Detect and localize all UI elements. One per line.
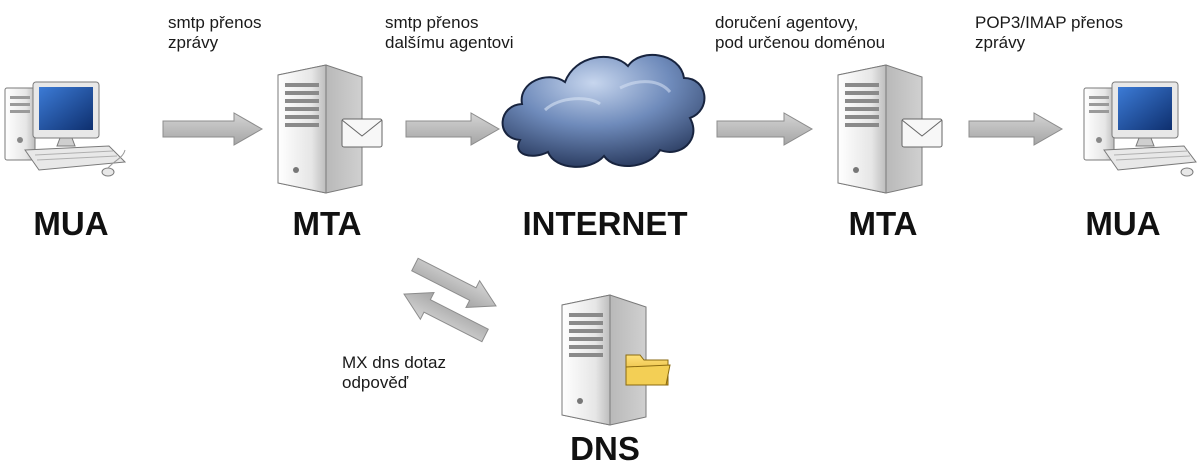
node-label-mta-left: MTA xyxy=(292,205,362,242)
node-label-internet: INTERNET xyxy=(522,205,688,242)
arrow-right-icon xyxy=(411,257,497,308)
arrow-right-icon xyxy=(968,112,1064,146)
edge-label-mta-dns: MX dns dotaz odpověď xyxy=(342,353,446,393)
edge-label-line: POP3/IMAP přenos xyxy=(975,13,1124,32)
cloud-icon xyxy=(501,53,706,168)
edge-label-line: doručení agentovy, xyxy=(715,13,859,32)
arrow-right-icon xyxy=(403,292,489,343)
edge-label-line: dalšímu agentovi xyxy=(385,33,514,52)
arrow-right-icon xyxy=(405,112,501,146)
dns-server-icon xyxy=(561,294,671,426)
arrow-right-icon xyxy=(716,112,814,146)
edge-label-line: smtp přenos xyxy=(168,13,262,32)
edge-label-mta-to-mua: POP3/IMAP přenos zprávy xyxy=(975,13,1123,53)
edge-label-mua-to-mta: smtp přenos zprávy xyxy=(168,13,262,53)
edge-label-line: MX dns dotaz xyxy=(342,353,446,372)
edge-label-mta-to-internet: smtp přenos dalšímu agentovi xyxy=(385,13,514,53)
mail-server-icon xyxy=(837,64,943,194)
arrow-right-icon xyxy=(162,112,264,146)
mail-server-icon xyxy=(277,64,383,194)
edge-label-line: odpověď xyxy=(342,373,409,392)
edge-label-line: zprávy xyxy=(975,33,1026,52)
edge-label-line: pod určenou doménou xyxy=(715,33,886,52)
edge-label-line: zprávy xyxy=(168,33,219,52)
edge-label-line: smtp přenos xyxy=(385,13,479,32)
computer-icon xyxy=(4,81,127,177)
computer-icon xyxy=(1083,81,1197,177)
edge-label-internet-to-mta: doručení agentovy, pod určenou doménou xyxy=(715,13,885,53)
node-label-mua-right: MUA xyxy=(1085,205,1161,242)
node-label-mua-left: MUA xyxy=(33,205,109,242)
node-label-mta-right: MTA xyxy=(848,205,918,242)
node-label-dns: DNS xyxy=(570,430,640,467)
